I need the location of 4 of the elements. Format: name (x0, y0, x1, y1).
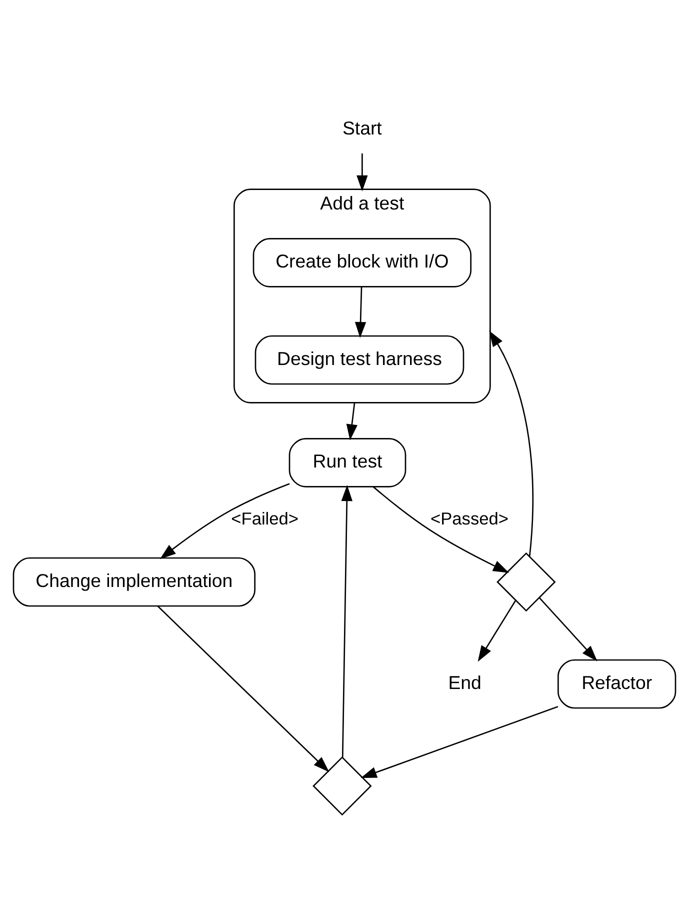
edge-label: <Passed> (430, 508, 509, 529)
edge-label: <Failed> (231, 508, 299, 529)
node-text: End (448, 672, 482, 693)
node-text: Start (342, 117, 382, 138)
